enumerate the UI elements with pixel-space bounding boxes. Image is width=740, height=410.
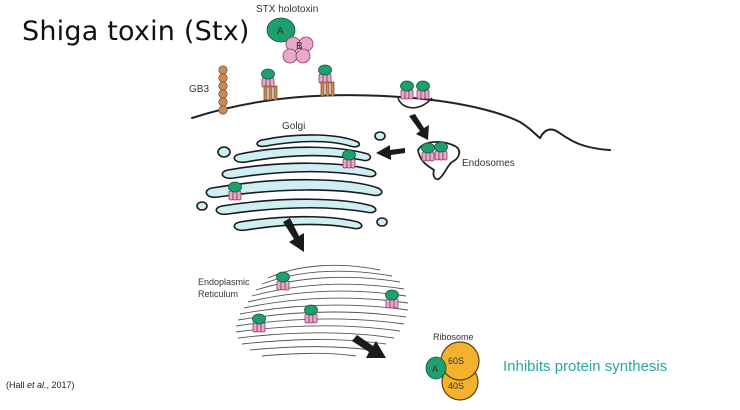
ribosome-60s-label: 60S <box>448 356 464 366</box>
bound-toxin <box>261 68 275 88</box>
arrow-to-ribosome <box>352 335 386 358</box>
a-subunit-on-ribosome <box>425 356 447 380</box>
golgi-toxin <box>342 149 356 169</box>
bound-toxin <box>318 64 332 84</box>
ribosome-40s-label: 40S <box>448 381 464 391</box>
golgi-toxin <box>228 181 242 201</box>
endosome-toxin <box>421 142 435 162</box>
internalizing-toxin <box>400 80 414 100</box>
golgi-label: Golgi <box>282 121 305 132</box>
effect-label: Inhibits protein synthesis <box>503 358 667 375</box>
golgi-apparatus <box>196 131 388 232</box>
citation-suffix: , 2017) <box>46 380 75 390</box>
slide-title: Shiga toxin (Stx) <box>22 16 250 47</box>
er-label-line2: Reticulum <box>198 289 238 299</box>
stx-holotoxin: A B <box>266 17 314 64</box>
er-toxin <box>304 304 318 324</box>
er-label-line1: Endoplasmic <box>198 277 250 287</box>
plasma-membrane <box>191 94 611 151</box>
gb3-receptor <box>218 65 228 115</box>
subunit-a-label: A <box>277 26 284 37</box>
endosomes-label: Endosomes <box>462 158 515 169</box>
citation-et-al: et al. <box>27 380 47 390</box>
ribosome-a-label: A <box>432 364 438 374</box>
er-toxin <box>385 289 399 309</box>
internalizing-toxin <box>416 80 430 100</box>
arrow-to-golgi <box>376 145 405 160</box>
ribosome: 60S 40S A <box>425 341 480 401</box>
ribosome-label: Ribosome <box>433 332 474 342</box>
arrow-to-er <box>283 218 304 252</box>
subunit-b-label: B <box>296 41 303 52</box>
er-toxin <box>276 271 290 291</box>
citation-prefix: (Hall <box>6 380 28 390</box>
arrow-to-endosome <box>409 114 429 140</box>
citation: (Hall et al., 2017) <box>6 380 75 390</box>
er-toxin <box>252 313 266 333</box>
endosome-toxin <box>434 141 448 161</box>
endoplasmic-reticulum <box>235 264 409 357</box>
holotoxin-label: STX holotoxin <box>256 4 318 15</box>
gb3-label: GB3 <box>189 84 209 95</box>
